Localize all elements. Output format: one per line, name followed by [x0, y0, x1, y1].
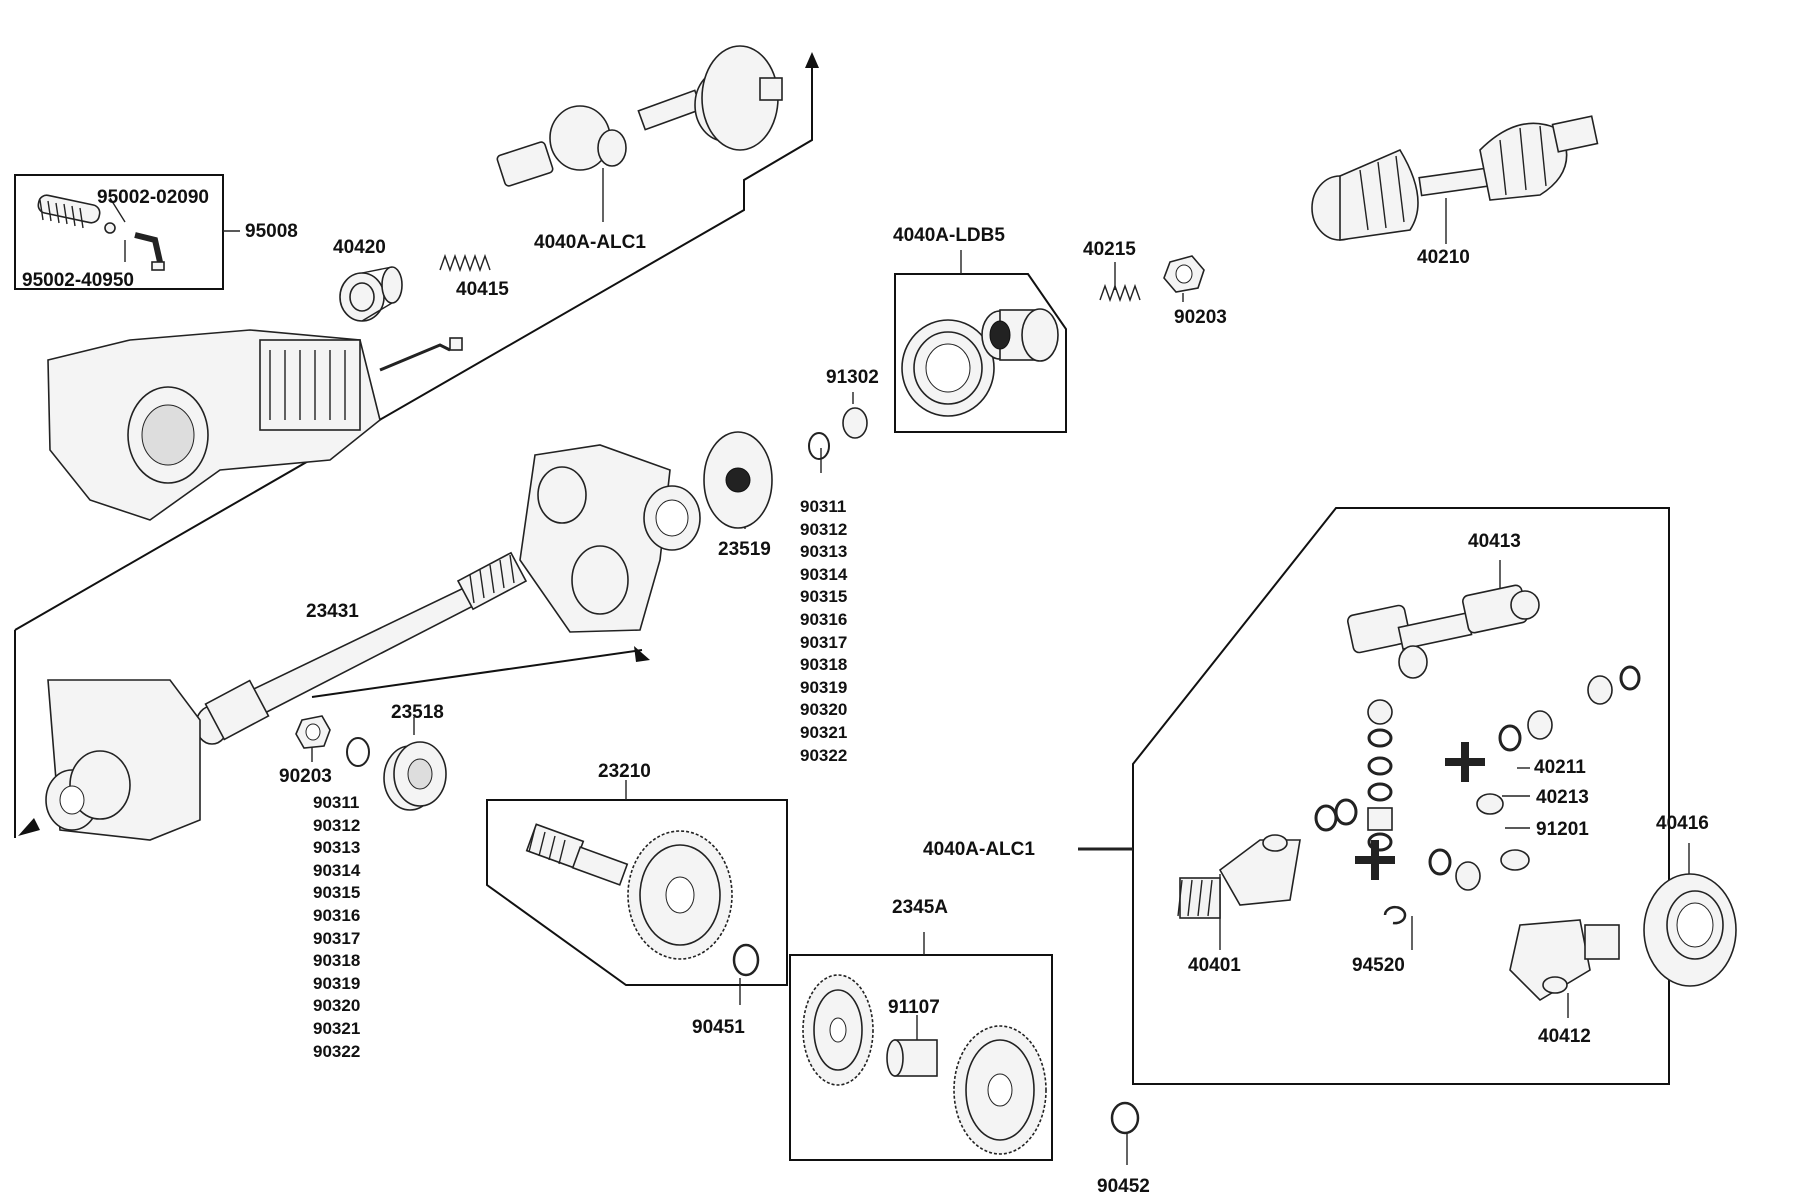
- shim-number: 90317: [313, 928, 361, 948]
- shim-number: 90313: [313, 838, 361, 858]
- seal-bearing-4040A-LDB5: [901, 308, 1059, 417]
- part-label-40213: 40213: [1536, 787, 1589, 808]
- kit-95008-box: [14, 174, 224, 290]
- part-label-4040A-ALC1-right: 4040A-ALC1: [923, 839, 1035, 860]
- cross-40211: [1355, 742, 1485, 880]
- u-joint-bearings: [1314, 665, 1641, 891]
- shim-number: 90321: [800, 722, 848, 742]
- part-label-40412: 40412: [1538, 1026, 1591, 1047]
- part-label-4040A-ALC1-top: 4040A-ALC1: [534, 232, 646, 253]
- part-label-40413: 40413: [1468, 531, 1521, 552]
- shim-number: 90322: [800, 745, 848, 765]
- seal-40420: [339, 266, 403, 322]
- shim-number: 90318: [800, 655, 848, 675]
- spring-40215: [1099, 283, 1141, 303]
- shim-number: 90313: [800, 542, 848, 562]
- part-label-40215: 40215: [1083, 239, 1136, 260]
- shim-number: 90319: [313, 973, 361, 993]
- part-label-23519: 23519: [718, 539, 771, 560]
- part-label-2345A: 2345A: [892, 897, 948, 918]
- yoke-40412: [1509, 919, 1620, 1002]
- part-label-90203-left: 90203: [279, 766, 332, 787]
- part-label-40211: 40211: [1534, 757, 1586, 778]
- shim-number: 90311: [313, 793, 360, 812]
- kit-23210-box: [486, 799, 788, 986]
- shim-number: 90321: [313, 1018, 361, 1038]
- part-label-91107: 91107: [888, 997, 940, 1018]
- part-label-91201: 91201: [1536, 819, 1589, 840]
- shim-90311-series-left: [346, 737, 370, 767]
- bearing-23518: [383, 741, 447, 811]
- shim-number: 90322: [313, 1041, 361, 1061]
- seal-40416: [1643, 873, 1737, 987]
- shim-number: 90320: [313, 996, 361, 1016]
- part-label-90452: 90452: [1097, 1176, 1150, 1197]
- part-label-90203-top: 90203: [1174, 307, 1227, 328]
- nut-90203-left: [295, 715, 331, 749]
- kit-4040A-ALC1-box: [1132, 507, 1670, 1085]
- part-label-4040A-LDB5: 4040A-LDB5: [893, 225, 1005, 246]
- part-label-40415: 40415: [456, 279, 509, 300]
- case-bottom-left: [45, 679, 201, 841]
- part-label-23210: 23210: [598, 761, 651, 782]
- part-label-94520: 94520: [1352, 955, 1405, 976]
- shim-number: 90314: [313, 860, 361, 880]
- shim-number: 90319: [800, 677, 848, 697]
- part-label-23431: 23431: [306, 601, 359, 622]
- shim-series-right-list: 90311 90312 90313 90314 90315 90316 9031…: [800, 496, 847, 767]
- shim-number: 90315: [313, 883, 361, 903]
- kit-4040A-LDB5-box: [894, 273, 1067, 433]
- part-label-40210: 40210: [1417, 247, 1470, 268]
- gear-shaft-23210: [525, 823, 733, 960]
- washer-90451: [732, 943, 760, 977]
- yoke-40401: [1177, 834, 1301, 919]
- part-label-23518: 23518: [391, 702, 444, 723]
- part-label-40401: 40401: [1188, 955, 1241, 976]
- shim-number: 90312: [313, 815, 361, 835]
- shim-series-left-list: 90311 90312 90313 90314 90315 90316 9031…: [313, 792, 360, 1063]
- shim-number: 90316: [313, 905, 361, 925]
- driveshaft-40413: [1346, 584, 1540, 679]
- shim-number: 90314: [800, 564, 848, 584]
- spring-40415: [439, 253, 491, 273]
- circlip-94520: [1383, 905, 1407, 925]
- kit-2345A-box: [789, 954, 1053, 1161]
- part-label-40416: 40416: [1656, 813, 1709, 834]
- bearing-91302: [842, 407, 868, 439]
- shim-number: 90318: [313, 951, 361, 971]
- part-label-40420: 40420: [333, 237, 386, 258]
- washer-90452: [1110, 1101, 1140, 1135]
- shim-number: 90311: [800, 497, 847, 516]
- assembly-path-line: [14, 52, 819, 838]
- cv-shaft-40210: [1311, 115, 1599, 241]
- part-label-95008: 95008: [245, 221, 298, 242]
- case-half-center: [519, 444, 701, 633]
- shim-number: 90312: [800, 519, 848, 539]
- washer-23519: [703, 431, 773, 529]
- shim-90311-series-right: [808, 432, 830, 460]
- part-label-95002-02090: 95002-02090: [97, 187, 209, 208]
- part-label-95002-40950: 95002-40950: [22, 270, 134, 291]
- part-label-91302: 91302: [826, 367, 879, 388]
- shaft-23431: [195, 551, 528, 745]
- nut-90203-top: [1163, 255, 1205, 293]
- shim-number: 90320: [800, 700, 848, 720]
- shim-number: 90315: [800, 587, 848, 607]
- transmission-housing: [47, 329, 463, 521]
- part-label-90451: 90451: [692, 1017, 745, 1038]
- shim-number: 90317: [800, 632, 848, 652]
- driveshaft-4040A-ALC1: [496, 45, 783, 187]
- breather-hose-kit: [37, 194, 165, 271]
- gear-set-2345A: [802, 974, 1047, 1155]
- shim-number: 90316: [800, 609, 848, 629]
